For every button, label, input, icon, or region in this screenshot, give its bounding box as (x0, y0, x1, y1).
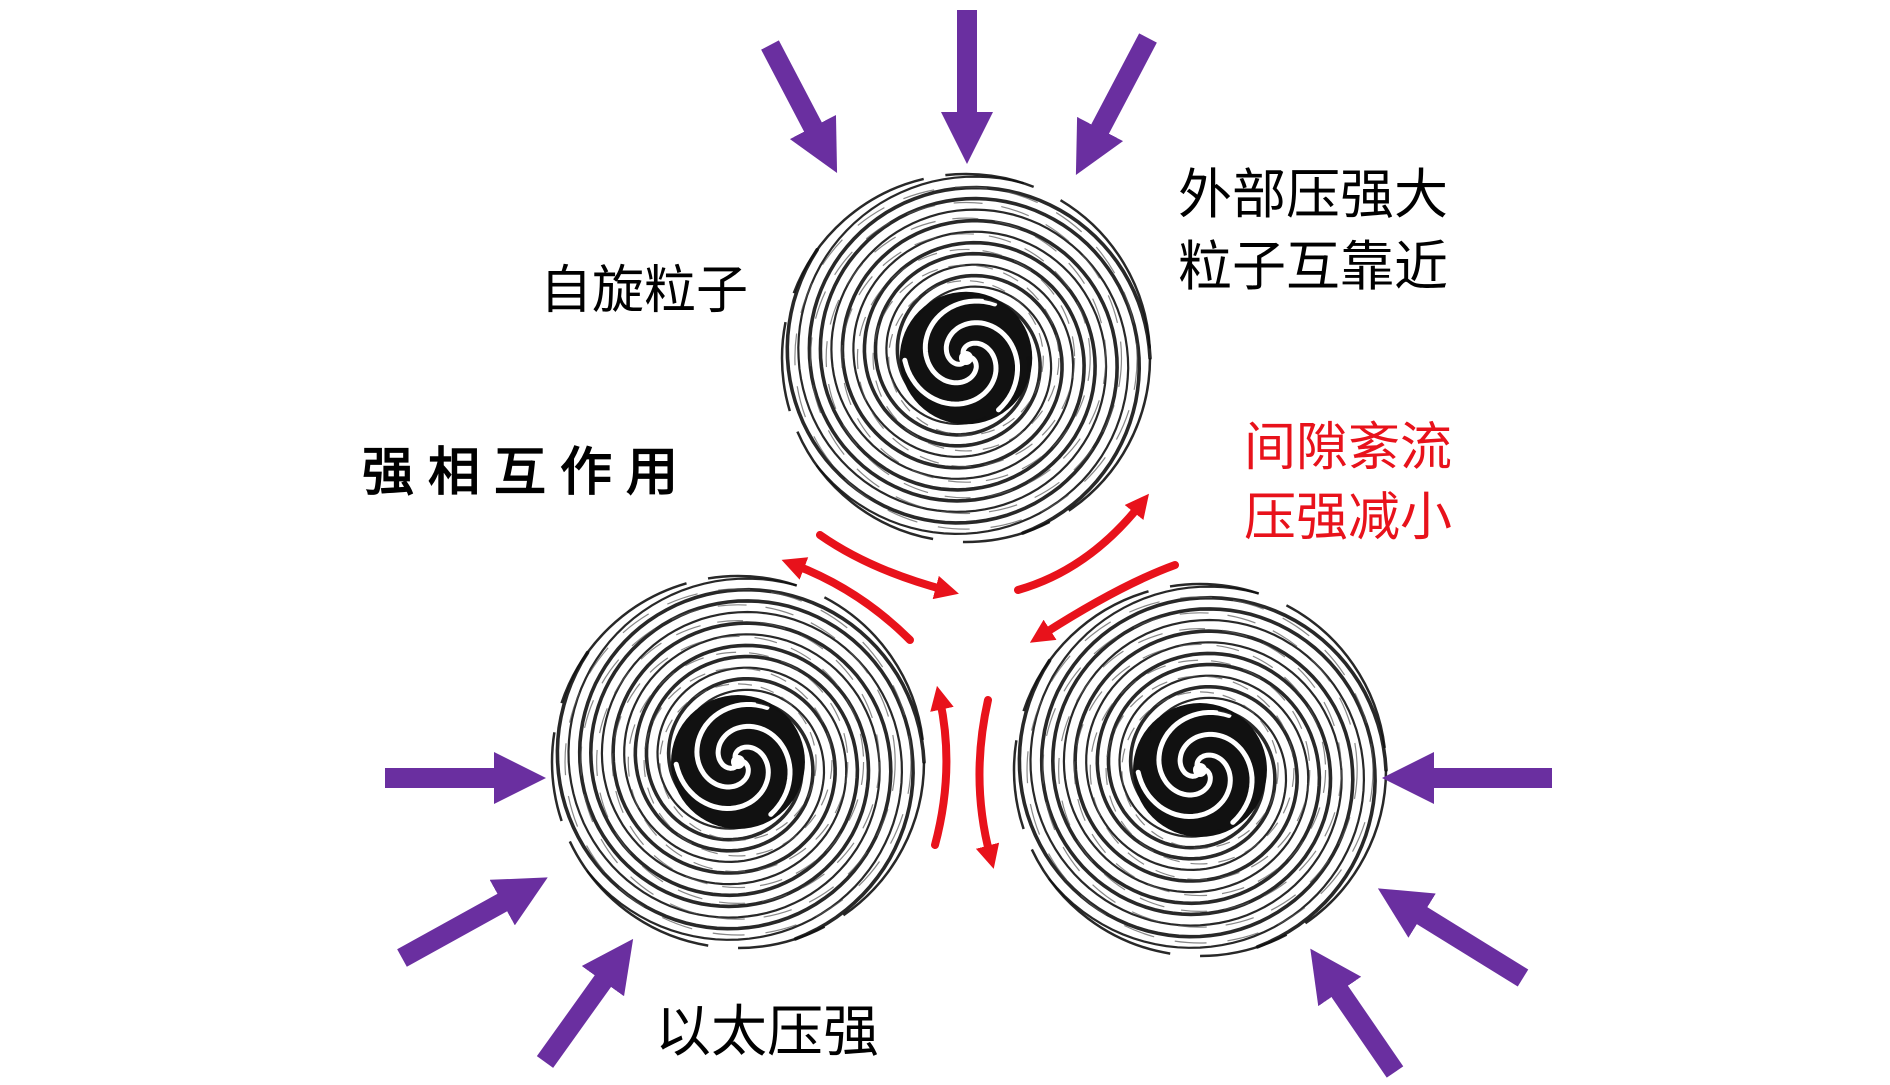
turbulence-arrow-right-inner (975, 696, 1000, 869)
turbulence-arrow-left-inner (930, 685, 954, 849)
spinning-particle-label: 自旋粒子 (540, 261, 749, 321)
turbulence-arrow-top-left (816, 531, 959, 600)
pressure-arrows (385, 10, 1552, 1078)
ether-pressure-label: 以太压强 (655, 1000, 879, 1065)
turbulence-arrow-right-upper (1029, 561, 1179, 643)
pressure-arrow-top-left (761, 40, 838, 174)
external-pressure-label-line2: 粒子互靠近 (1178, 235, 1448, 298)
external-pressure-label-line1: 外部压强大 (1178, 163, 1448, 226)
turbulence-arrow-left-upper (781, 557, 914, 644)
pressure-arrow-left-lower (536, 938, 634, 1068)
turbulence-arrow-top-right (1014, 493, 1149, 594)
particles (550, 172, 1388, 958)
pressure-arrow-right-middle (1377, 888, 1529, 987)
gap-turbulence-label-line1: 间隙紊流 (1244, 418, 1453, 478)
pressure-arrow-top-right (1075, 33, 1157, 176)
strong-interaction-label: 强相互作用 (362, 442, 693, 503)
pressure-arrow-left-middle (397, 877, 548, 967)
particle-bottom-right (1012, 582, 1388, 958)
particle-top (780, 172, 1152, 544)
pressure-arrow-right-lower (1310, 948, 1404, 1078)
turbulence-arrows (781, 493, 1179, 869)
gap-turbulence-label-line2: 压强减小 (1244, 488, 1453, 548)
particle-bottom-left (550, 574, 926, 950)
